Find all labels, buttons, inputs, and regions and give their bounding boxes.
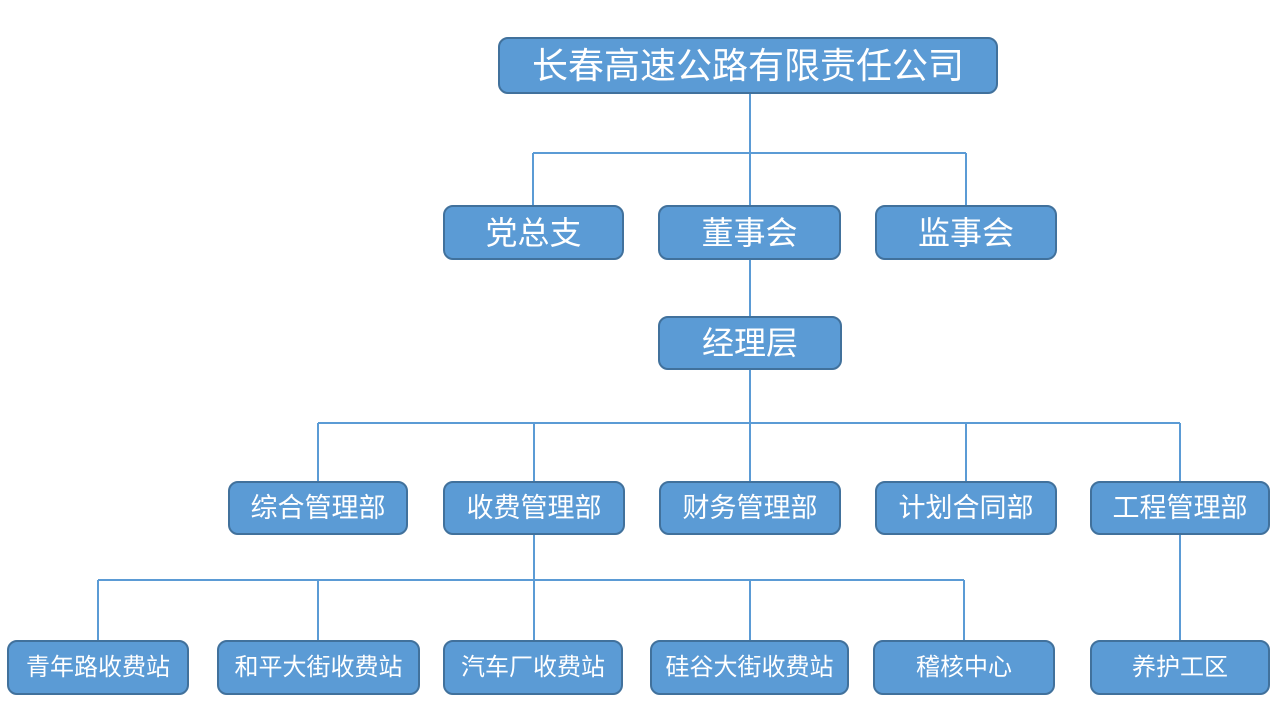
org-node-engineering-management-dept: 工程管理部 xyxy=(1090,481,1270,535)
org-node-board-of-directors: 董事会 xyxy=(658,205,841,260)
org-node-automobile-plant-toll-station: 汽车厂收费站 xyxy=(443,640,623,695)
org-node-qingnian-road-toll-station: 青年路收费站 xyxy=(7,640,189,695)
org-node-guigu-street-toll-station: 硅谷大街收费站 xyxy=(650,640,849,695)
org-node-maintenance-work-area: 养护工区 xyxy=(1090,640,1270,695)
org-node-company-root: 长春高速公路有限责任公司 xyxy=(498,37,998,94)
org-node-supervisory-board: 监事会 xyxy=(875,205,1057,260)
org-node-audit-center: 稽核中心 xyxy=(873,640,1055,695)
org-node-toll-management-dept: 收费管理部 xyxy=(443,481,625,535)
org-node-planning-contract-dept: 计划合同部 xyxy=(875,481,1057,535)
org-node-party-branch: 党总支 xyxy=(443,205,624,260)
org-node-finance-management-dept: 财务管理部 xyxy=(659,481,841,535)
org-node-heping-street-toll-station: 和平大街收费站 xyxy=(217,640,420,695)
org-node-management-level: 经理层 xyxy=(658,316,842,370)
org-node-general-management-dept: 综合管理部 xyxy=(228,481,408,535)
